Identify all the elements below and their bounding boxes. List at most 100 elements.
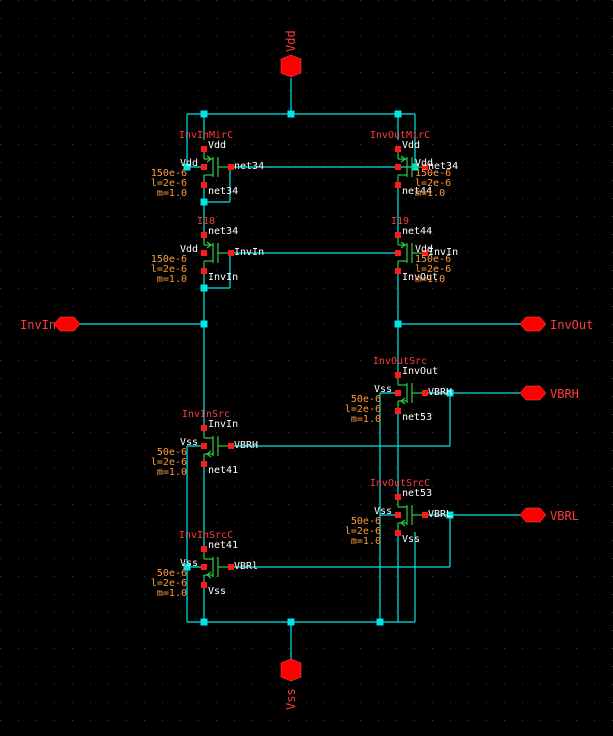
- pin-source[interactable]: [395, 268, 401, 274]
- pin-bulk[interactable]: [395, 250, 401, 256]
- instance-name-label: InvInSrcC: [179, 530, 233, 541]
- pin-source[interactable]: [395, 408, 401, 414]
- pin-gate[interactable]: [422, 512, 428, 518]
- param-length-label: l=2e-6: [151, 178, 187, 189]
- transistor-type-arrow-icon: [400, 155, 406, 163]
- pin-source[interactable]: [395, 182, 401, 188]
- transistor-invoutsrcc[interactable]: net53VssVBRLVssInvOutSrcC50e-6l=2e-6m=1.…: [345, 478, 452, 547]
- terminal-label-top: net53: [402, 488, 432, 499]
- transistor-invoutmirc[interactable]: Vddnet44net34VddInvOutMirC150e-6l=2e-6m=…: [370, 130, 458, 199]
- pin-source[interactable]: [201, 582, 207, 588]
- pin-source[interactable]: [201, 268, 207, 274]
- pin-bulk[interactable]: [201, 164, 207, 170]
- terminal-label-gate: InvIn: [428, 247, 458, 258]
- port-invin[interactable]: InvIn: [20, 316, 81, 332]
- port-vss-label: Vss: [284, 688, 298, 710]
- instance-name-label: InvInSrc: [182, 409, 230, 420]
- port-vss[interactable]: Vss: [280, 658, 302, 710]
- pin-source[interactable]: [395, 530, 401, 536]
- terminal-label-bottom: Vss: [402, 534, 420, 545]
- pin-gate[interactable]: [228, 250, 234, 256]
- pin-gate[interactable]: [228, 443, 234, 449]
- pin-gate[interactable]: [422, 390, 428, 396]
- port-invout-pin-icon[interactable]: [519, 316, 547, 332]
- transistor-invoutsrc[interactable]: InvOutnet53VBRHVssInvOutSrc50e-6l=2e-6m=…: [345, 356, 452, 425]
- pin-bulk[interactable]: [201, 443, 207, 449]
- transistor-type-arrow-icon: [400, 397, 406, 405]
- terminal-label-top: InvOut: [402, 366, 438, 377]
- pin-drain[interactable]: [395, 494, 401, 500]
- pin-source[interactable]: [201, 182, 207, 188]
- pin-gate[interactable]: [228, 164, 234, 170]
- pin-gate[interactable]: [422, 164, 428, 170]
- param-length-label: l=2e-6: [415, 264, 451, 275]
- param-width-label: 150e-6: [151, 254, 187, 265]
- transistor-invinsrc[interactable]: InvInnet41VBRHVssInvInSrc50e-6l=2e-6m=1.…: [151, 409, 258, 478]
- port-vbrh-pin-icon[interactable]: [519, 385, 547, 401]
- terminal-label-bottom: net41: [208, 465, 238, 476]
- param-width-label: 150e-6: [151, 168, 187, 179]
- port-vdd-pin-icon[interactable]: [280, 54, 302, 78]
- terminal-label-gate: net34: [428, 161, 458, 172]
- junction-dot: [394, 110, 402, 118]
- junction-dot: [200, 284, 208, 292]
- transistor-type-arrow-icon: [400, 241, 406, 249]
- pin-bulk[interactable]: [395, 512, 401, 518]
- pin-drain[interactable]: [395, 146, 401, 152]
- terminal-label-gate: VBRH: [428, 387, 452, 398]
- junction-dot: [200, 110, 208, 118]
- pin-drain[interactable]: [201, 546, 207, 552]
- param-mult-label: m=1.0: [415, 274, 445, 285]
- terminal-label-bottom: InvOut: [402, 272, 438, 283]
- port-vdd-label: Vdd: [284, 30, 298, 52]
- junction-dot: [200, 198, 208, 206]
- param-width-label: 50e-6: [157, 568, 187, 579]
- port-invout[interactable]: InvOut: [519, 316, 593, 332]
- port-vbrl[interactable]: VBRL: [519, 507, 579, 523]
- pin-drain[interactable]: [201, 425, 207, 431]
- param-width-label: 50e-6: [351, 516, 381, 527]
- transistor-invinmirc[interactable]: Vddnet34net34VddInvInMirC150e-6l=2e-6m=1…: [151, 130, 264, 199]
- pin-drain[interactable]: [395, 232, 401, 238]
- pin-gate[interactable]: [422, 250, 428, 256]
- instance-name-label: InvOutSrc: [373, 356, 427, 367]
- port-invin-label: InvIn: [20, 318, 56, 332]
- pin-bulk[interactable]: [395, 164, 401, 170]
- pin-gate[interactable]: [228, 564, 234, 570]
- pin-drain[interactable]: [395, 372, 401, 378]
- port-vbrl-pin-icon[interactable]: [519, 507, 547, 523]
- pin-bulk[interactable]: [395, 390, 401, 396]
- transistor-type-arrow-icon: [400, 519, 406, 527]
- port-vss-pin-icon[interactable]: [280, 658, 302, 682]
- instance-name-label: InvOutMirC: [370, 130, 430, 141]
- junction-dot: [287, 618, 295, 626]
- pin-bulk[interactable]: [201, 250, 207, 256]
- instance-name-label: I18: [197, 216, 215, 227]
- pin-bulk[interactable]: [201, 564, 207, 570]
- pin-drain[interactable]: [201, 232, 207, 238]
- port-vdd[interactable]: Vdd: [280, 30, 302, 78]
- junction-dot: [376, 618, 384, 626]
- terminal-label-bottom: net34: [208, 186, 238, 197]
- port-invin-pin-icon[interactable]: [53, 316, 81, 332]
- transistor-type-arrow-icon: [206, 571, 212, 579]
- transistor-type-arrow-icon: [206, 241, 212, 249]
- transistor-type-arrow-icon: [206, 450, 212, 458]
- junction-dot: [446, 511, 454, 519]
- terminal-label-gate: VBRl: [234, 561, 258, 572]
- param-length-label: l=2e-6: [345, 526, 381, 537]
- param-width-label: 150e-6: [415, 254, 451, 265]
- junction-dot: [287, 110, 295, 118]
- port-vbrh[interactable]: VBRH: [519, 385, 579, 401]
- terminal-label-top: net34: [208, 226, 238, 237]
- terminal-label-bulk: Vss: [180, 437, 198, 448]
- pin-source[interactable]: [201, 461, 207, 467]
- pin-drain[interactable]: [201, 146, 207, 152]
- junction-dot: [394, 320, 402, 328]
- terminal-label-gate: InvIn: [234, 247, 264, 258]
